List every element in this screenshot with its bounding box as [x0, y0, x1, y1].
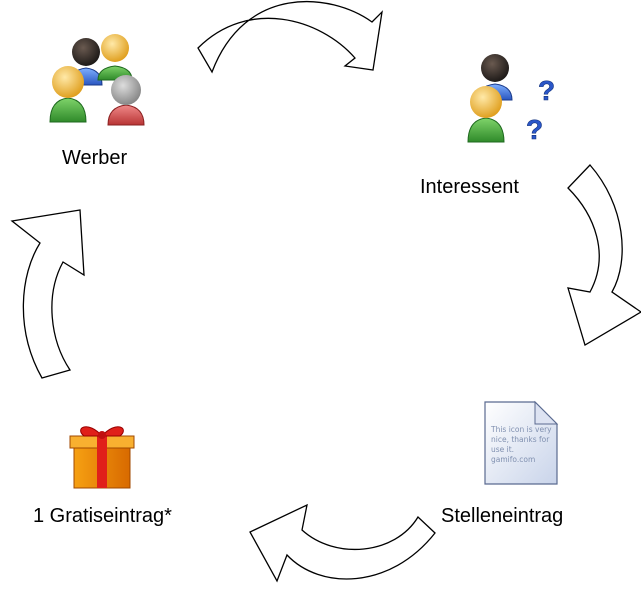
person-question-icon: ? ?	[467, 54, 555, 145]
label-gratiseintrag: 1 Gratiseintrag*	[33, 505, 172, 527]
arrow-gratiseintrag-to-werber	[10, 209, 85, 379]
svg-text:?: ?	[526, 114, 543, 145]
svg-text:?: ?	[538, 75, 555, 106]
people-group-icon	[49, 34, 145, 126]
document-preview-line: This icon is very	[490, 425, 552, 434]
document-preview-line: gamifo.com	[491, 455, 535, 464]
label-stelleneintrag: Stelleneintrag	[441, 505, 564, 527]
gift-box-icon	[69, 426, 135, 489]
label-werber: Werber	[62, 147, 128, 169]
label-interessent: Interessent	[420, 176, 519, 198]
document-preview-line: nice, thanks for	[491, 435, 550, 444]
document-preview-line: use it.	[491, 445, 514, 454]
arrow-interessent-to-stelleneintrag	[567, 164, 641, 346]
arrow-werber-to-interessent	[197, 1, 383, 74]
arrow-stelleneintrag-to-gratiseintrag	[249, 503, 436, 583]
